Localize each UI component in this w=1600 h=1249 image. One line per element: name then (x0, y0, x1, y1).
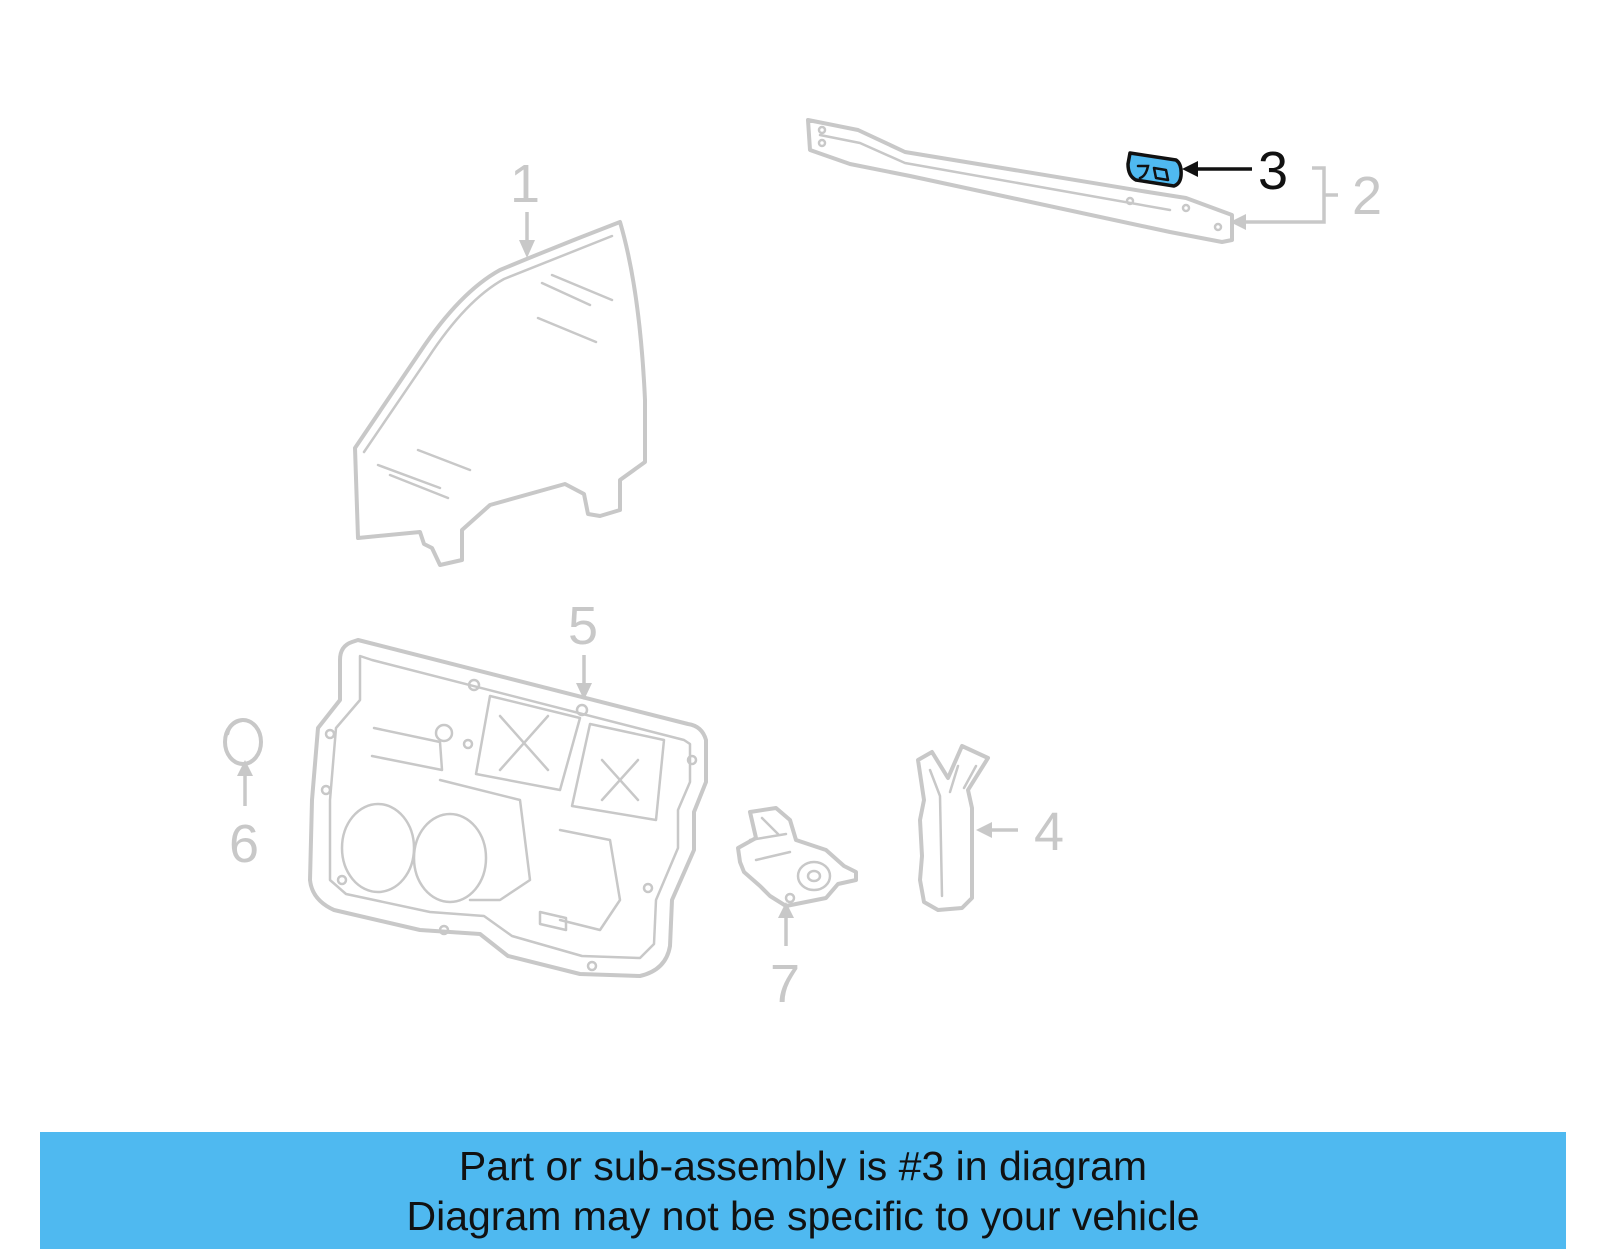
callout-2[interactable]: 2 (1352, 166, 1382, 226)
part-7-regulator-motor[interactable] (736, 806, 858, 908)
bracket-2 (1312, 166, 1326, 224)
callout-6[interactable]: 6 (229, 814, 259, 874)
arrowhead-2 (1230, 214, 1246, 230)
callout-1[interactable]: 1 (510, 154, 540, 214)
part-1-window-glass[interactable] (353, 220, 647, 567)
part-5-door-module-panel[interactable] (308, 638, 708, 978)
arrowhead-3 (1182, 161, 1198, 177)
arrowhead-1 (519, 240, 535, 258)
part-3-clip[interactable] (1126, 151, 1183, 188)
info-banner: Part or sub-assembly is #3 in diagram Di… (40, 1132, 1566, 1249)
arrowhead-4 (976, 822, 992, 838)
part-6-plug[interactable] (223, 718, 263, 766)
callout-7[interactable]: 7 (770, 954, 800, 1014)
callout-4[interactable]: 4 (1034, 802, 1064, 862)
callout-3[interactable]: 3 (1258, 141, 1288, 201)
part-2-channel-rail[interactable] (806, 118, 1234, 244)
arrowhead-5 (576, 683, 592, 700)
arrowhead-6 (237, 760, 253, 776)
arrowhead-7 (778, 902, 794, 918)
banner-line-1: Part or sub-assembly is #3 in diagram (458, 1143, 1148, 1189)
callout-5[interactable]: 5 (568, 596, 598, 656)
banner-line-2: Diagram may not be specific to your vehi… (406, 1193, 1200, 1239)
part-4-glass-run-guide[interactable] (916, 744, 990, 912)
